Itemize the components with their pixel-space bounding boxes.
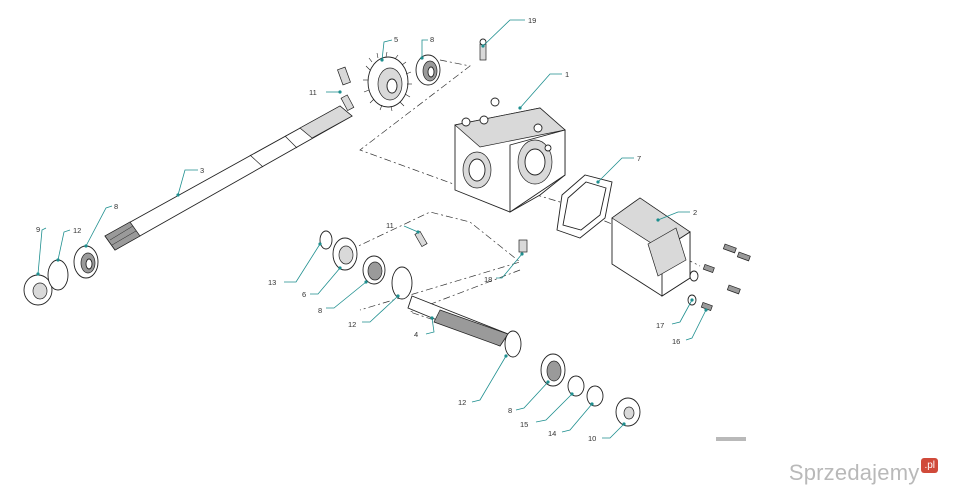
callout-12: 12 bbox=[56, 226, 81, 262]
grease-nipple bbox=[479, 38, 487, 61]
svg-text:3: 3 bbox=[200, 166, 204, 175]
svg-text:13: 13 bbox=[268, 278, 276, 287]
callout-15: 15 bbox=[520, 392, 574, 429]
svg-text:6: 6 bbox=[302, 290, 306, 299]
svg-text:11: 11 bbox=[386, 221, 394, 230]
callout-10: 10 bbox=[588, 422, 626, 443]
callout-5: 5 bbox=[380, 35, 398, 62]
watermark-badge: .pl bbox=[921, 457, 938, 473]
bearing-top bbox=[415, 54, 441, 86]
svg-text:17: 17 bbox=[656, 321, 664, 330]
drain-plug bbox=[518, 239, 528, 253]
svg-text:19: 19 bbox=[528, 16, 536, 25]
callout-19: 19 bbox=[481, 16, 536, 48]
watermark-text: Sprzedajemy bbox=[788, 460, 920, 485]
left-end-parts bbox=[23, 245, 99, 306]
callout-4: 4 bbox=[414, 316, 435, 339]
svg-text:9: 9 bbox=[36, 225, 40, 234]
callout-8-left: 8 bbox=[84, 202, 118, 248]
callout-2: 2 bbox=[656, 208, 697, 222]
svg-text:8: 8 bbox=[318, 306, 322, 315]
bolts bbox=[687, 243, 751, 311]
svg-text:5: 5 bbox=[394, 35, 398, 44]
callout-8: 8 bbox=[420, 35, 434, 60]
callout-11-lower: 11 bbox=[386, 221, 420, 234]
artifact-mark bbox=[716, 437, 746, 441]
svg-text:16: 16 bbox=[672, 337, 680, 346]
svg-text:4: 4 bbox=[414, 330, 418, 339]
svg-text:10: 10 bbox=[588, 434, 596, 443]
svg-text:7: 7 bbox=[637, 154, 641, 163]
svg-text:12: 12 bbox=[458, 398, 466, 407]
callout-6: 6 bbox=[302, 266, 342, 299]
svg-text:15: 15 bbox=[520, 420, 528, 429]
flange-adapter bbox=[611, 197, 691, 297]
callout-8-low: 8 bbox=[508, 380, 550, 415]
watermark-logo: Sprzedajemy .pl bbox=[788, 457, 938, 488]
svg-text:8: 8 bbox=[508, 406, 512, 415]
callout-8-mid: 8 bbox=[318, 280, 368, 315]
callout-18: 18 bbox=[484, 252, 524, 284]
callout-14: 14 bbox=[548, 402, 594, 438]
callout-1: 1 bbox=[518, 70, 569, 110]
bevel-gear-top bbox=[363, 51, 412, 112]
callout-12-low: 12 bbox=[458, 354, 508, 407]
lower-shaft-group bbox=[319, 230, 641, 427]
gasket bbox=[556, 174, 613, 239]
callout-11: 11 bbox=[309, 88, 342, 97]
svg-text:12: 12 bbox=[73, 226, 81, 235]
callout-13: 13 bbox=[268, 242, 322, 287]
svg-text:12: 12 bbox=[348, 320, 356, 329]
svg-text:14: 14 bbox=[548, 429, 556, 438]
callout-7: 7 bbox=[596, 154, 641, 184]
svg-text:2: 2 bbox=[693, 208, 697, 217]
callout-3: 3 bbox=[176, 166, 204, 197]
svg-text:11: 11 bbox=[309, 88, 317, 97]
svg-text:8: 8 bbox=[430, 35, 434, 44]
svg-text:8: 8 bbox=[114, 202, 118, 211]
callout-9: 9 bbox=[36, 225, 47, 276]
gearbox-housing bbox=[454, 97, 566, 213]
callout-16: 16 bbox=[672, 308, 708, 346]
svg-text:18: 18 bbox=[484, 275, 492, 284]
callouts: 19 5 8 1 11 3 7 2 bbox=[36, 16, 708, 443]
svg-text:1: 1 bbox=[565, 70, 569, 79]
callout-12-mid: 12 bbox=[348, 294, 400, 329]
long-shaft bbox=[104, 94, 355, 251]
key-top bbox=[337, 66, 351, 86]
callout-17: 17 bbox=[656, 298, 694, 330]
